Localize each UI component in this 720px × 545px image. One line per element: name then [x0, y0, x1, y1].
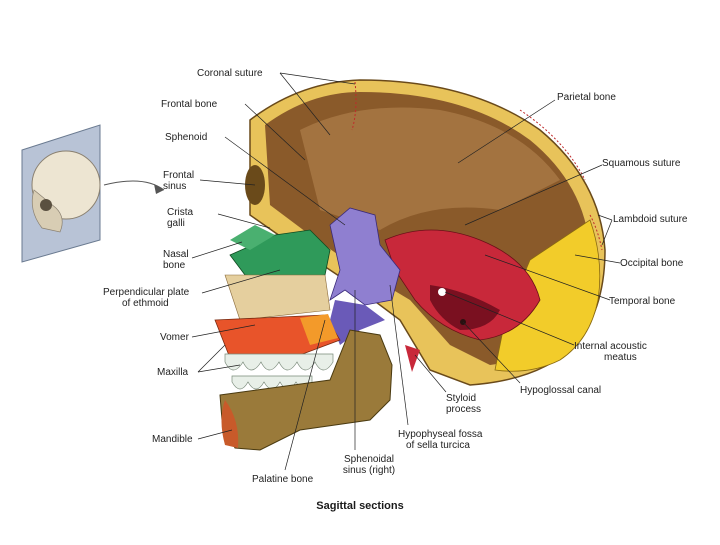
inset-orbit [40, 199, 52, 211]
label-lambdoid-suture: Lambdoid suture [613, 214, 688, 225]
label-sphenoidal-sinus-1: Sphenoidal [343, 454, 395, 465]
label-temporal-bone: Temporal bone [609, 296, 676, 307]
temporal-petrous-dark [430, 285, 500, 330]
cavity-highlight [300, 107, 560, 230]
label-hypoglossal-canal: Hypoglossal canal [520, 385, 602, 396]
inset-skull-thumbnail [21, 124, 165, 263]
mandible-symphysis [221, 400, 239, 448]
label-perpendicular-plate-2: of ethmoid [122, 298, 169, 309]
label-squamous-suture: Squamous suture [602, 158, 681, 169]
label-frontal-bone: Frontal bone [161, 99, 218, 110]
palatine-region [300, 314, 338, 345]
label-maxilla: Maxilla [157, 367, 189, 378]
label-sphenoid: Sphenoid [165, 132, 208, 143]
label-sphenoidal-sinus-2: sinus (right) [342, 465, 396, 476]
label-styloid-process-1: Styloid [446, 393, 477, 404]
label-nasal-bone-1: Nasal [163, 249, 189, 260]
nasal-cavity-wall [224, 274, 331, 321]
label-perpendicular-plate-1: Perpendicular plate [103, 287, 190, 298]
sphenoid-lower [330, 300, 385, 345]
label-styloid-process-2: process [446, 404, 482, 415]
label-nasal-bone-2: bone [163, 260, 186, 271]
leader-lines [191, 72, 621, 471]
label-occipital-bone: Occipital bone [620, 258, 684, 269]
label-frontal-sinus-2: sinus [163, 181, 187, 192]
inset-arrow-head [154, 184, 164, 194]
label-vomer: Vomer [160, 332, 189, 343]
inset-face [31, 189, 63, 233]
internal-acoustic-meatus-hole [438, 288, 446, 296]
label-parietal-bone: Parietal bone [557, 92, 616, 103]
inset-arrow [103, 180, 165, 191]
label-mandible: Mandible [152, 434, 193, 445]
label-hypophyseal-fossa-1: Hypophyseal fossa [398, 429, 483, 440]
nasal-bone-region [230, 225, 275, 250]
label-hypophyseal-fossa-2: of sella turcica [406, 440, 470, 451]
label-frontal-sinus-1: Frontal [163, 170, 195, 181]
figure-caption: Sagittal sections [316, 500, 404, 512]
occipital-bone-region [494, 219, 601, 372]
label-crista-galli-2: galli [167, 218, 185, 229]
lambdoid-suture-line [589, 214, 603, 251]
label-internal-acoustic-meatus-2: meatus [604, 352, 637, 363]
label-palatine-bone: Palatine bone [252, 474, 314, 485]
coronal-suture-line [351, 81, 357, 131]
temporal-bone-region [384, 229, 541, 341]
label-coronal-suture: Coronal suture [197, 68, 263, 79]
styloid-process-shape [405, 345, 420, 372]
label-crista-galli-1: Crista [167, 207, 194, 218]
label-internal-acoustic-meatus-1: Internal acoustic [574, 341, 647, 352]
